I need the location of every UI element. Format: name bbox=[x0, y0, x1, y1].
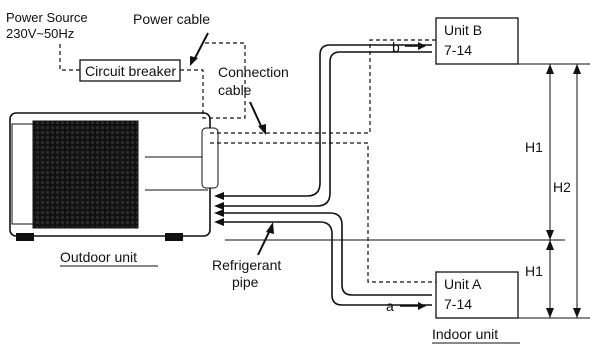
unit-b-range: 7-14 bbox=[444, 42, 472, 58]
connection-cable-label-1: Connection bbox=[218, 64, 289, 80]
unit-a: Unit A 7-14 bbox=[435, 271, 519, 319]
h1-lower-label: H1 bbox=[525, 263, 543, 279]
refrigerant-pipe-label-1: Refrigerant bbox=[212, 257, 281, 273]
outdoor-unit bbox=[9, 112, 219, 241]
pipe-unit-b bbox=[214, 44, 432, 210]
power-cable-pointer bbox=[193, 32, 209, 61]
connection-cable-label-2: cable bbox=[218, 82, 252, 98]
refrigerant-pipe-pointer bbox=[257, 229, 271, 256]
power-cable-label: Power cable bbox=[133, 11, 210, 27]
pipe-unit-a bbox=[214, 209, 432, 306]
connection-cable-unit-a bbox=[210, 142, 436, 283]
unit-a-name: Unit A bbox=[444, 276, 482, 292]
pipe-a-label: a bbox=[386, 298, 394, 314]
unit-b: Unit B 7-14 bbox=[435, 17, 519, 65]
pipe-b-label: b bbox=[392, 39, 400, 55]
unit-b-name: Unit B bbox=[444, 22, 482, 38]
connection-cable-breaker bbox=[180, 42, 246, 119]
refrigerant-pipe-label-2: pipe bbox=[232, 274, 259, 290]
connection-cable-arrowhead-icon bbox=[258, 124, 266, 135]
connection-cable-pointer bbox=[249, 101, 263, 129]
unit-a-range: 7-14 bbox=[444, 296, 472, 312]
power-cable-arrowhead-icon bbox=[190, 56, 198, 66]
refrigerant-pipe-arrowhead-icon bbox=[266, 222, 274, 234]
connection-cable-unit-b bbox=[210, 39, 436, 134]
h2-label: H2 bbox=[553, 179, 571, 195]
power-voltage-label: 230V~50Hz bbox=[6, 26, 74, 41]
power-source-label: Power Source bbox=[6, 10, 88, 25]
outdoor-unit-label: Outdoor unit bbox=[60, 249, 137, 265]
power-line bbox=[59, 44, 80, 71]
indoor-unit-label: Indoor unit bbox=[432, 326, 498, 342]
h1-upper-label: H1 bbox=[525, 139, 543, 155]
circuit-breaker-label: Circuit breaker bbox=[85, 63, 176, 79]
